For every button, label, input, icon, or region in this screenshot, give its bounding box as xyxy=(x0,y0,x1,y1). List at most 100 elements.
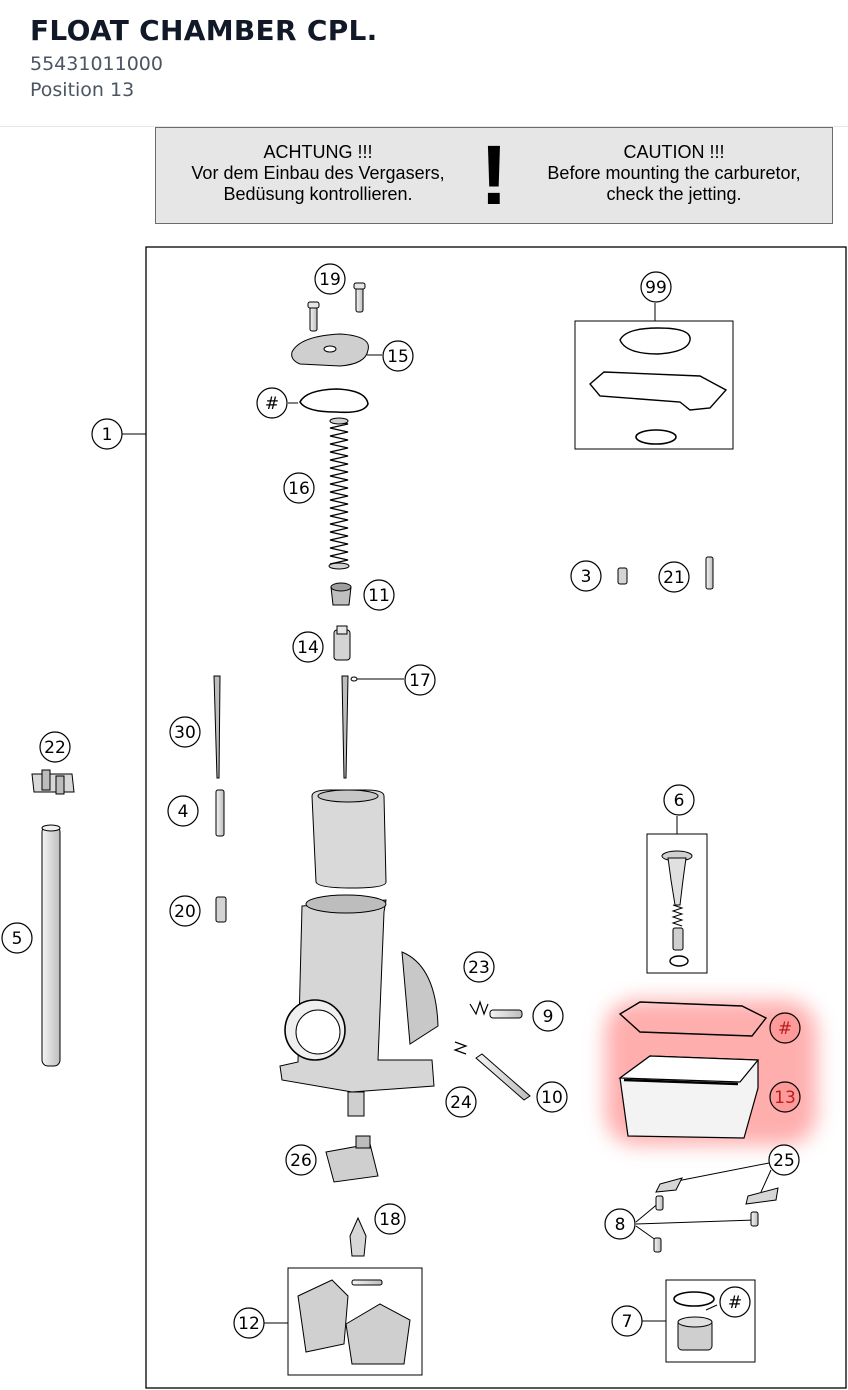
callout-circle[interactable] xyxy=(363,579,395,611)
callout-circle[interactable] xyxy=(604,1208,636,1240)
callout-12[interactable]: 5 xyxy=(1,922,33,954)
caution-banner: ACHTUNG !!! Vor dem Einbau des Vergasers… xyxy=(155,127,833,224)
callout-label: 21 xyxy=(663,568,685,588)
callout-circle[interactable] xyxy=(1,922,33,954)
callout-circle[interactable] xyxy=(445,1086,477,1118)
callout-label: 22 xyxy=(44,738,66,758)
callout-label: 17 xyxy=(409,671,431,691)
leader-lines xyxy=(122,303,772,1324)
callout-label: 23 xyxy=(468,958,490,978)
callout-25[interactable]: 26 xyxy=(285,1144,317,1176)
callout-22[interactable]: 13 xyxy=(769,1081,801,1113)
callout-26[interactable]: 18 xyxy=(374,1203,406,1235)
callout-label: 12 xyxy=(238,1314,260,1334)
position-label: Position 13 xyxy=(30,79,135,101)
callout-label: 25 xyxy=(773,1151,795,1171)
callout-label: 30 xyxy=(174,723,196,743)
caution-english-line2: check the jetting. xyxy=(606,184,742,204)
caution-german: ACHTUNG !!! Vor dem Einbau des Vergasers… xyxy=(164,142,472,205)
callout-6[interactable]: 14 xyxy=(292,631,324,663)
callout-label: 14 xyxy=(297,638,319,658)
callout-label: 19 xyxy=(319,270,341,290)
callout-label: # xyxy=(728,1293,742,1313)
callout-circle[interactable] xyxy=(292,631,324,663)
callout-label: # xyxy=(265,394,279,414)
callout-23[interactable]: 25 xyxy=(768,1144,800,1176)
callout-24[interactable]: 8 xyxy=(604,1208,636,1240)
callout-circle[interactable] xyxy=(283,472,315,504)
callout-circle[interactable] xyxy=(256,387,288,419)
callout-27[interactable]: 12 xyxy=(233,1307,265,1339)
callout-9[interactable]: 4 xyxy=(167,795,199,827)
caution-english-line1: Before mounting the carburetor, xyxy=(547,163,801,183)
callout-label: # xyxy=(778,1019,792,1039)
callout-13[interactable]: 99 xyxy=(640,271,672,303)
callout-7[interactable]: 17 xyxy=(404,664,436,696)
callout-circle[interactable] xyxy=(769,1081,801,1113)
parts-illustrations xyxy=(31,282,779,1365)
callout-20[interactable]: 10 xyxy=(536,1081,568,1113)
callout-15[interactable]: 21 xyxy=(658,561,690,593)
callout-circle[interactable] xyxy=(769,1012,801,1044)
callout-circle[interactable] xyxy=(532,1000,564,1032)
callout-circle[interactable] xyxy=(768,1144,800,1176)
callout-circle[interactable] xyxy=(91,418,123,450)
callout-circle[interactable] xyxy=(169,895,201,927)
callout-label: 16 xyxy=(288,479,310,499)
callout-label: 18 xyxy=(379,1210,401,1230)
callout-label: 24 xyxy=(450,1093,472,1113)
callout-3[interactable]: # xyxy=(256,387,288,419)
callout-11[interactable]: 22 xyxy=(39,731,71,763)
callout-label: 26 xyxy=(290,1151,312,1171)
callout-circle[interactable] xyxy=(382,340,414,372)
callout-18[interactable]: 9 xyxy=(532,1000,564,1032)
callout-circle[interactable] xyxy=(167,795,199,827)
callout-circle[interactable] xyxy=(719,1286,751,1318)
caution-german-line2: Bedüsung kontrollieren. xyxy=(223,184,413,204)
callout-circle[interactable] xyxy=(640,271,672,303)
callout-16[interactable]: 6 xyxy=(663,784,695,816)
caution-english: CAUTION !!! Before mounting the carburet… xyxy=(516,142,832,205)
callout-circle[interactable] xyxy=(570,560,602,592)
callout-label: 4 xyxy=(178,802,189,822)
callout-circle[interactable] xyxy=(404,664,436,696)
callout-circle[interactable] xyxy=(169,716,201,748)
callout-circle[interactable] xyxy=(663,784,695,816)
gasket-kit-frame xyxy=(574,320,734,450)
callout-1[interactable]: 19 xyxy=(314,263,346,295)
callout-2[interactable]: 15 xyxy=(382,340,414,372)
callout-29[interactable]: # xyxy=(719,1286,751,1318)
callout-circle[interactable] xyxy=(233,1307,265,1339)
callout-label: 5 xyxy=(12,929,23,949)
callout-label: 15 xyxy=(387,347,409,367)
callout-5[interactable]: 11 xyxy=(363,579,395,611)
callout-circle[interactable] xyxy=(374,1203,406,1235)
callout-circle[interactable] xyxy=(285,1144,317,1176)
callout-8[interactable]: 30 xyxy=(169,716,201,748)
callout-label: 11 xyxy=(368,586,390,606)
callout-label: 3 xyxy=(581,567,592,587)
page-title: FLOAT CHAMBER CPL. xyxy=(30,14,378,47)
callout-circle[interactable] xyxy=(658,561,690,593)
callout-circle[interactable] xyxy=(611,1305,643,1337)
callout-10[interactable]: 20 xyxy=(169,895,201,927)
callout-label: 9 xyxy=(543,1007,554,1027)
page-header: FLOAT CHAMBER CPL. 55431011000 Position … xyxy=(0,0,848,127)
callout-label: 1 xyxy=(102,425,113,445)
callout-circle[interactable] xyxy=(536,1081,568,1113)
callout-label: 20 xyxy=(174,902,196,922)
callout-label: 10 xyxy=(541,1088,563,1108)
callout-circle[interactable] xyxy=(463,951,495,983)
callout-4[interactable]: 16 xyxy=(283,472,315,504)
callout-19[interactable]: 24 xyxy=(445,1086,477,1118)
callout-21[interactable]: # xyxy=(769,1012,801,1044)
callout-circle[interactable] xyxy=(314,263,346,295)
callout-14[interactable]: 3 xyxy=(570,560,602,592)
callout-17[interactable]: 23 xyxy=(463,951,495,983)
exclamation-icon: ! xyxy=(480,128,508,222)
caution-german-line1: Vor dem Einbau des Vergasers, xyxy=(191,163,445,183)
callout-circle[interactable] xyxy=(39,731,71,763)
callout-0[interactable]: 1 xyxy=(91,418,123,450)
callout-28[interactable]: 7 xyxy=(611,1305,643,1337)
